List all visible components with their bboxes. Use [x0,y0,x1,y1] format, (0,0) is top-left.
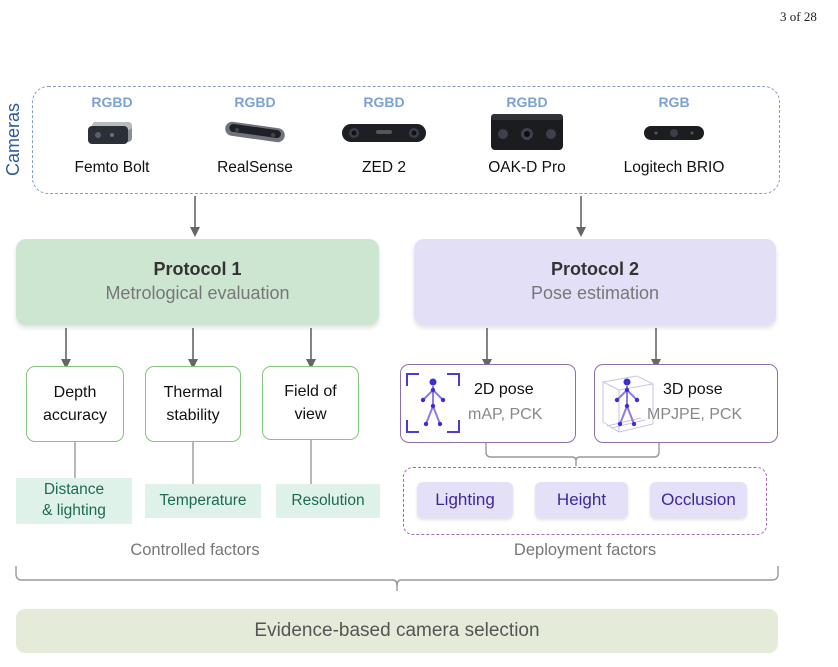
pose-3d-metrics: MPJPE, PCK [647,406,743,423]
pose-3d-box: 3D pose MPJPE, PCK [594,364,778,443]
factor-line: & lighting [42,502,106,519]
metric-thermal-stability: Thermal stability [145,366,241,442]
pose-3d-title: 3D pose [663,381,723,398]
skeleton-2d-icon [406,373,460,433]
camera-femto-bolt: RGBD Femto Bolt [52,94,172,177]
pose-2d-box: 2D pose mAP, PCK [400,364,576,443]
factor-resolution: Resolution [276,484,380,518]
protocol-2-title: Protocol 2 [550,259,639,279]
oak-d-pro-camera-icon [491,114,563,150]
evidence-based-selection-box: Evidence-based camera selection [16,609,778,653]
pose-2d-title: 2D pose [474,381,534,398]
metric-line: accuracy [42,407,108,424]
protocol-2-box: Protocol 2 Pose estimation [414,239,776,325]
metric-line: Field of [284,382,337,400]
metric-field-of-view: Field of view [262,366,359,440]
protocol-1-subtitle: Metrological evaluation [105,283,290,303]
skeleton-3d-icon [601,375,655,433]
camera-type: RGBD [91,94,133,110]
camera-type: RGBD [506,94,548,110]
factor-lighting: Lighting [417,482,513,518]
camera-type: RGBD [234,94,276,110]
protocol-1-box: Protocol 1 Metrological evaluation [16,239,379,325]
factor-temperature: Temperature [145,484,261,518]
camera-type: RGB [658,94,690,110]
metric-line: stability [166,407,220,424]
realsense-camera-icon [225,121,285,143]
factor-line: Temperature [159,491,247,509]
camera-name: RealSense [217,159,293,176]
metric-line: Depth [53,383,97,401]
factor-distance-lighting: Distance & lighting [16,478,132,524]
protocol-1-title: Protocol 1 [153,259,242,279]
camera-type: RGBD [363,94,405,110]
logitech-brio-camera-icon [644,126,704,140]
camera-realsense: RGBD RealSense [195,94,315,177]
controlled-factors-caption: Controlled factors [130,541,260,559]
factor-line: Distance [43,481,105,499]
factor-line: Resolution [291,491,365,509]
pose-2d-metrics: mAP, PCK [468,406,543,423]
camera-name: Logitech BRIO [623,159,725,176]
cameras-box [32,86,780,194]
camera-logitech-brio: RGB Logitech BRIO [606,94,742,177]
brace-bottom [15,566,779,591]
deployment-factors-box [403,467,767,535]
brace-poses [485,443,660,466]
protocol-2-subtitle: Pose estimation [530,283,660,303]
cameras-label: Cameras [3,102,23,176]
zed-2-camera-icon [342,124,426,142]
camera-oak-d-pro: RGBD OAK-D Pro [467,94,587,177]
camera-name: OAK-D Pro [488,159,566,176]
deployment-factors-caption: Deployment factors [513,541,657,559]
factor-occlusion: Occlusion [650,482,747,518]
camera-name: Femto Bolt [74,159,150,176]
camera-zed-2: RGBD ZED 2 [324,94,444,177]
femto-bolt-camera-icon [88,122,132,144]
factor-height: Height [535,482,628,518]
metric-line: view [294,406,327,423]
page-number: 3 of 28 [780,9,817,24]
camera-name: ZED 2 [362,159,406,176]
metric-depth-accuracy: Depth accuracy [26,366,124,442]
metric-line: Thermal [163,383,223,401]
